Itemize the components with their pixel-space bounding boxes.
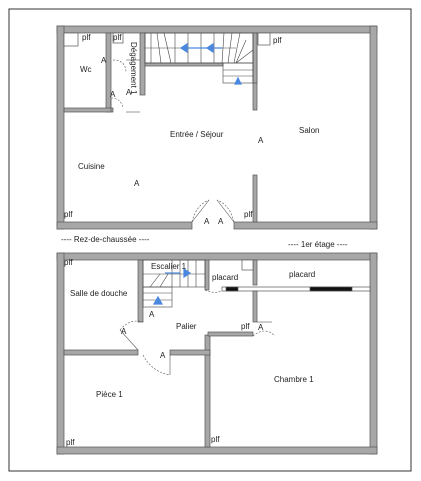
entrance-a-mark: A [204,217,210,226]
ground-floor-plan [56,25,378,230]
palier-label: Palier [176,322,197,331]
wc-door-a-mark: A [101,56,107,65]
escalier-label: Escalier 1 [151,262,187,271]
placard-1-label: placard [212,273,239,282]
entrance-a-mark-2: A [218,217,224,226]
first-floor-plan [56,252,378,455]
palier-plf-label: plf [241,322,250,331]
salon-plf-top-label: plf [273,36,282,45]
degagement-plf-label: plf [113,33,122,42]
piece-plf-label: plf [66,438,75,447]
chambre-1-label: Chambre 1 [274,375,314,384]
cuisine-label: Cuisine [78,162,105,171]
first-floor-doors [119,289,276,376]
chambre-door-a-mark: A [258,323,264,332]
salon-label: Salon [299,126,320,135]
salle-de-douche-label: Salle de douche [70,289,128,298]
first-floor-staircase [142,259,206,308]
first-floor-caption: ---- 1er étage ---- [288,240,348,249]
sejour-plf-label: plf [244,210,253,219]
ground-doors [110,59,235,223]
chambre-plf-label: plf [211,435,220,444]
palier-a-mark: A [149,310,155,319]
wc-plf-label: plf [82,33,91,42]
piece-door-a-mark: A [160,351,166,360]
douche-door-a-mark: A [121,327,127,336]
page-frame [8,8,412,472]
first-floor-stair-arrows [152,267,192,305]
degagement-a-mark-2: A [126,88,132,97]
ground-floor-caption: ---- Rez-de-chaussée ---- [61,235,150,244]
entree-sejour-label: Entrée / Séjour [170,130,224,139]
wc-room-label: Wc [80,65,92,74]
ground-stair-arrows [179,42,242,85]
degagement-a-mark: A [110,90,116,99]
piece-1-label: Pièce 1 [96,390,123,399]
salon-a-mark: A [258,136,264,145]
ground-staircase [144,32,254,84]
cuisine-plf-label: plf [64,210,73,219]
placard-2-label: placard [289,270,316,279]
douche-plf-label: plf [64,258,73,267]
degagement-room-label: Dégagement 1 [129,42,138,95]
cuisine-a-mark: A [134,179,140,188]
